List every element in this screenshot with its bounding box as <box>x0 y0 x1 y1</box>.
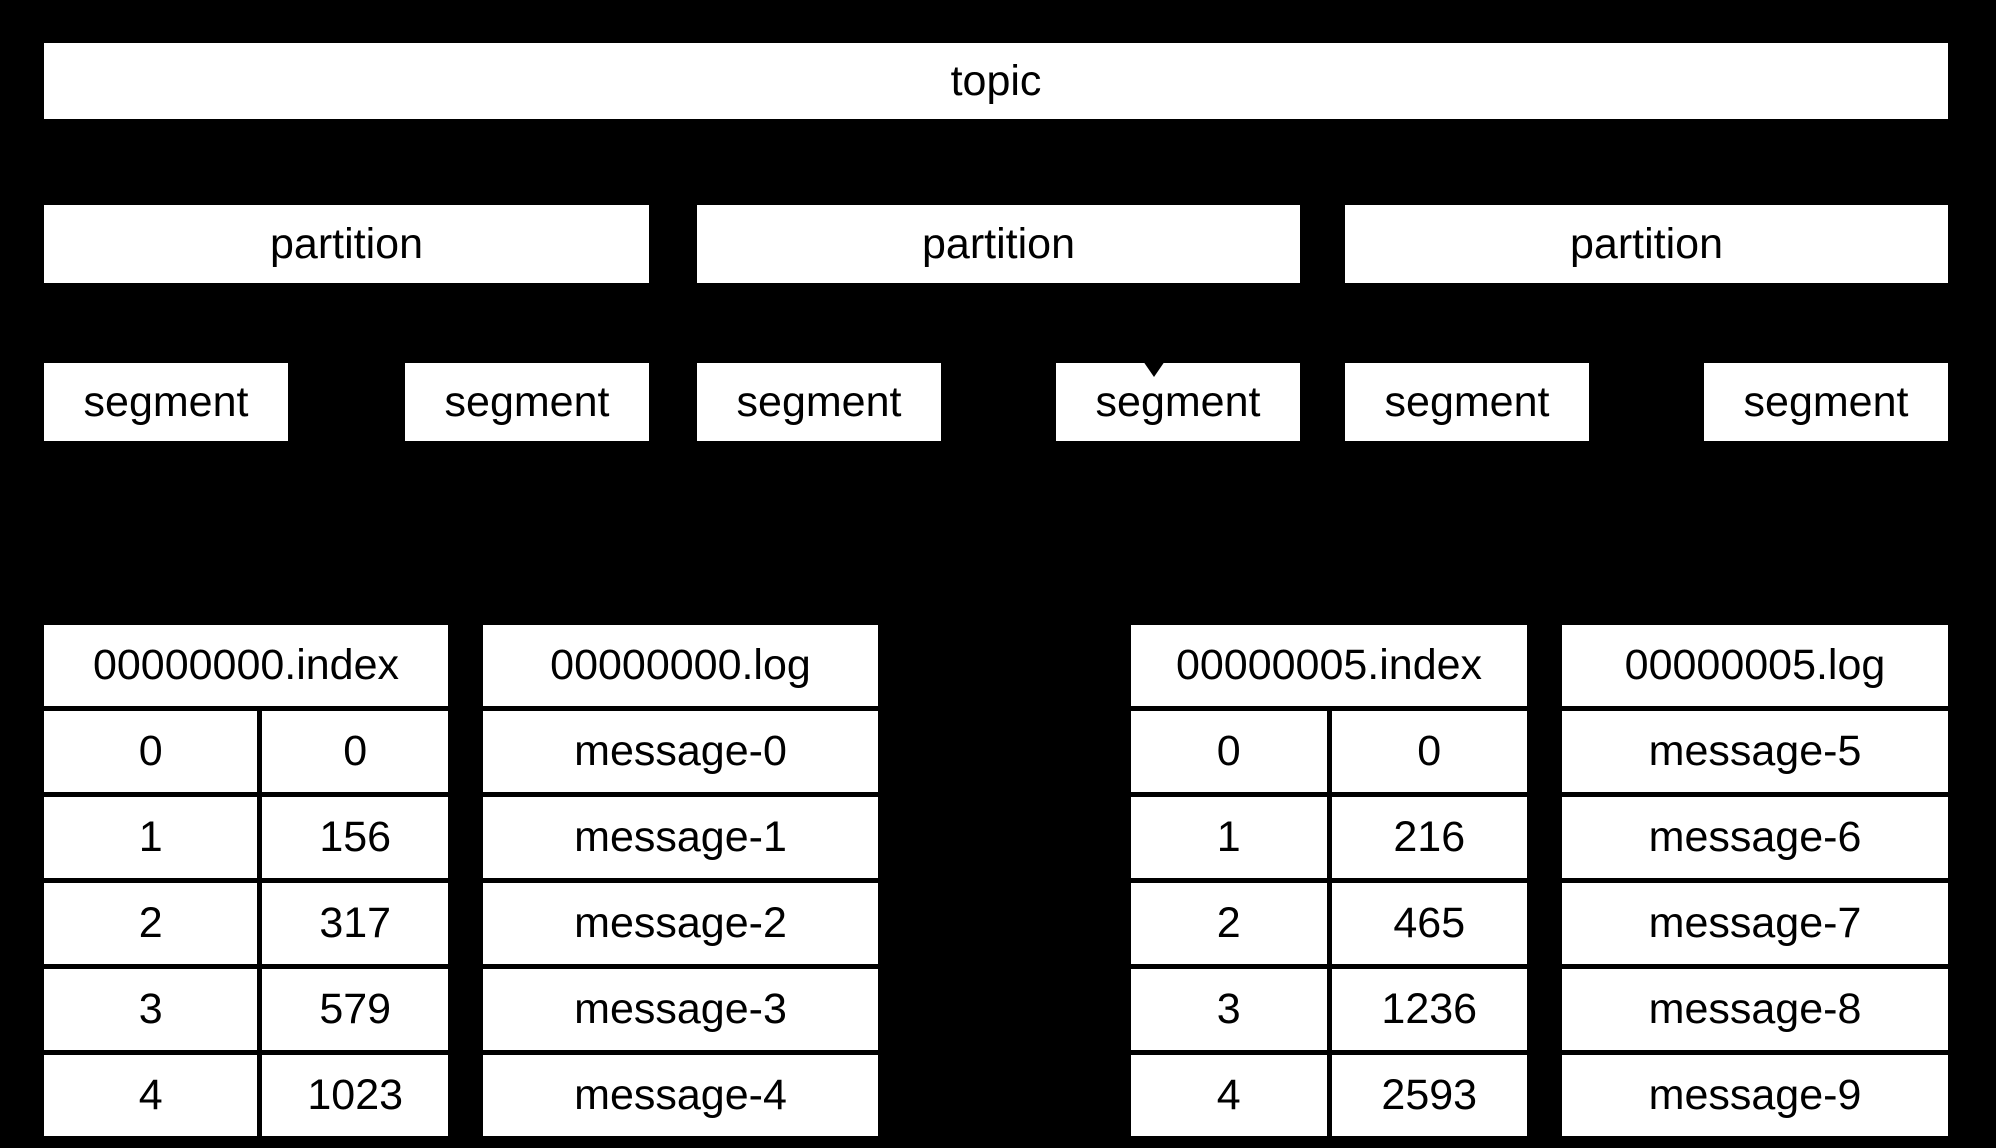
partition-box-2: partition <box>697 205 1300 283</box>
table-cell: 2 <box>1131 883 1327 964</box>
index-file-table-00000000: 00000000.index 0 0 1 156 2 317 3 579 4 1… <box>44 625 448 1136</box>
partition-box-1: partition <box>44 205 649 283</box>
table-cell: message-4 <box>483 1055 878 1136</box>
table-cell: 2593 <box>1331 1055 1527 1136</box>
table-cell: message-3 <box>483 969 878 1050</box>
log-file-table-00000000: 00000000.log message-0 message-1 message… <box>483 625 878 1136</box>
table-cell: message-8 <box>1562 969 1948 1050</box>
table-cell: 3 <box>1131 969 1327 1050</box>
table-cell: message-0 <box>483 711 878 792</box>
table-cell: 1236 <box>1331 969 1527 1050</box>
table-cell: 579 <box>262 969 448 1050</box>
table-cell: 4 <box>44 1055 258 1136</box>
table-cell: message-9 <box>1562 1055 1948 1136</box>
partition-box-3: partition <box>1345 205 1948 283</box>
table-cell: 0 <box>44 711 258 792</box>
segment-box-3: segment <box>697 363 941 441</box>
segment-box-2: segment <box>405 363 649 441</box>
table-cell: 4 <box>1131 1055 1327 1136</box>
table-cell: message-7 <box>1562 883 1948 964</box>
table-cell: 317 <box>262 883 448 964</box>
segment-box-1: segment <box>44 363 288 441</box>
segment-box-6: segment <box>1704 363 1948 441</box>
table-title: 00000005.index <box>1131 625 1527 706</box>
table-cell: message-2 <box>483 883 878 964</box>
table-cell: 3 <box>44 969 258 1050</box>
table-title: 00000000.index <box>44 625 448 706</box>
table-cell: 0 <box>1331 711 1527 792</box>
table-cell: 0 <box>262 711 448 792</box>
log-file-table-00000005: 00000005.log message-5 message-6 message… <box>1562 625 1948 1136</box>
table-cell: 1 <box>1131 797 1327 878</box>
table-cell: message-6 <box>1562 797 1948 878</box>
table-cell: 156 <box>262 797 448 878</box>
topic-box: topic <box>44 43 1948 119</box>
table-cell: 2 <box>44 883 258 964</box>
table-cell: message-1 <box>483 797 878 878</box>
segment-box-5: segment <box>1345 363 1589 441</box>
table-cell: 0 <box>1131 711 1327 792</box>
table-cell: 465 <box>1331 883 1527 964</box>
table-cell: 1023 <box>262 1055 448 1136</box>
index-file-table-00000005: 00000005.index 0 0 1 216 2 465 3 1236 4 … <box>1131 625 1527 1136</box>
arrow-down-icon <box>1143 361 1165 377</box>
table-cell: message-5 <box>1562 711 1948 792</box>
table-title: 00000000.log <box>483 625 878 706</box>
table-cell: 216 <box>1331 797 1527 878</box>
segment-box-4: segment <box>1056 363 1300 441</box>
table-cell: 1 <box>44 797 258 878</box>
table-title: 00000005.log <box>1562 625 1948 706</box>
